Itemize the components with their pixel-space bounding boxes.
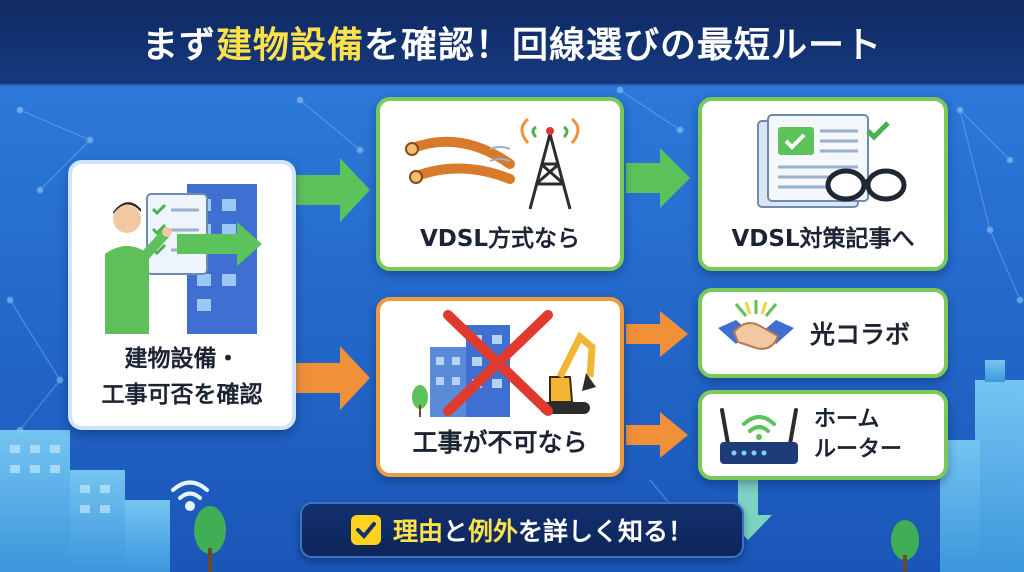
node-hikari-collab[interactable]: 光コラボ — [698, 288, 948, 378]
node-vdsl-article[interactable]: VDSL対策記事へ — [698, 97, 948, 271]
node-vdsl-label: VDSL方式なら — [419, 226, 581, 252]
learn-more-label: 理由と例外を詳しく知る！ — [392, 517, 694, 546]
arrow-nowork-to-hikari — [626, 311, 688, 357]
node-check-building: 建物設備・ 工事可否を確認 — [68, 160, 296, 430]
handshake-icon — [718, 300, 794, 350]
arrow-start-to-nowork — [296, 346, 370, 410]
node-check-building-label-2: 工事可否を確認 — [101, 382, 263, 408]
page-header: まず建物設備を確認！回線選びの最短ルート — [0, 0, 1024, 86]
node-vdsl: VDSL方式なら — [376, 97, 624, 271]
person-checklist-building-icon — [105, 184, 262, 334]
node-home-router-label-2: ルーター — [814, 437, 903, 462]
wifi-router-icon — [720, 408, 798, 464]
document-glasses-icon — [757, 114, 907, 208]
arrow-nowork-to-home — [626, 412, 688, 458]
node-home-router-label-1: ホーム — [814, 407, 880, 432]
learn-more-button[interactable]: 理由と例外を詳しく知る！ — [300, 502, 744, 558]
node-hikari-collab-label: 光コラボ — [810, 320, 911, 349]
checkbox-icon — [350, 515, 381, 545]
cable-antenna-icon — [405, 117, 580, 210]
page-title: まず建物設備を確認！回線選びの最短ルート — [141, 25, 883, 66]
node-check-building-label-1: 建物設備・ — [124, 346, 240, 372]
node-no-construction-label: 工事が不可なら — [412, 428, 588, 457]
node-home-router-label: ホーム ルーター — [814, 405, 902, 465]
node-no-construction: 工事が不可なら — [376, 297, 624, 477]
node-home-router[interactable]: ホーム ルーター — [698, 390, 948, 480]
wifi-icon — [171, 480, 209, 511]
arrow-vdsl-to-article — [626, 148, 690, 208]
arrow-start-to-vdsl — [296, 158, 370, 222]
building-excavator-cross-icon — [412, 310, 596, 417]
node-vdsl-article-label: VDSL対策記事へ — [731, 226, 915, 252]
